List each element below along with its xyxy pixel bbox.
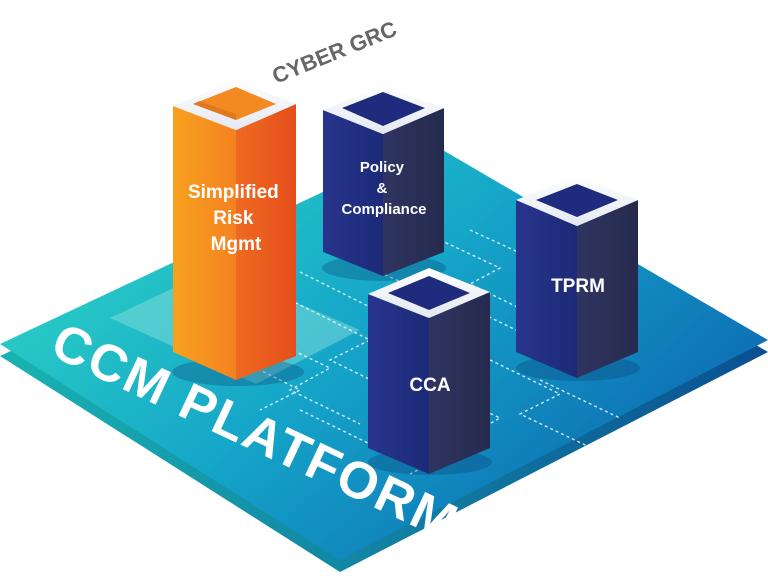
brand-label: CYBER GRC — [269, 16, 401, 89]
module-label-line: & — [376, 180, 387, 197]
module-label-line: Compliance — [341, 201, 426, 218]
module-label: TPRM — [551, 276, 605, 297]
module-label-line: Mgmt — [211, 234, 262, 255]
module-cca: CCA — [368, 268, 492, 475]
module-label-line: Risk — [213, 208, 254, 229]
module-label: CCA — [409, 375, 450, 396]
svg-text:Simplified Risk Mg: Simplified Risk Mgmt — [188, 182, 284, 255]
module-label-line: Policy — [360, 159, 405, 176]
module-label-line: Simplified — [188, 182, 279, 203]
module-tprm: TPRM — [516, 176, 640, 381]
svg-text:Policy & Complianc: Policy & Compliance — [341, 159, 426, 218]
module-policy-compliance: Policy & Compliance — [322, 86, 446, 281]
module-simplified-risk-mgmt: Simplified Risk Mgmt — [172, 80, 304, 386]
